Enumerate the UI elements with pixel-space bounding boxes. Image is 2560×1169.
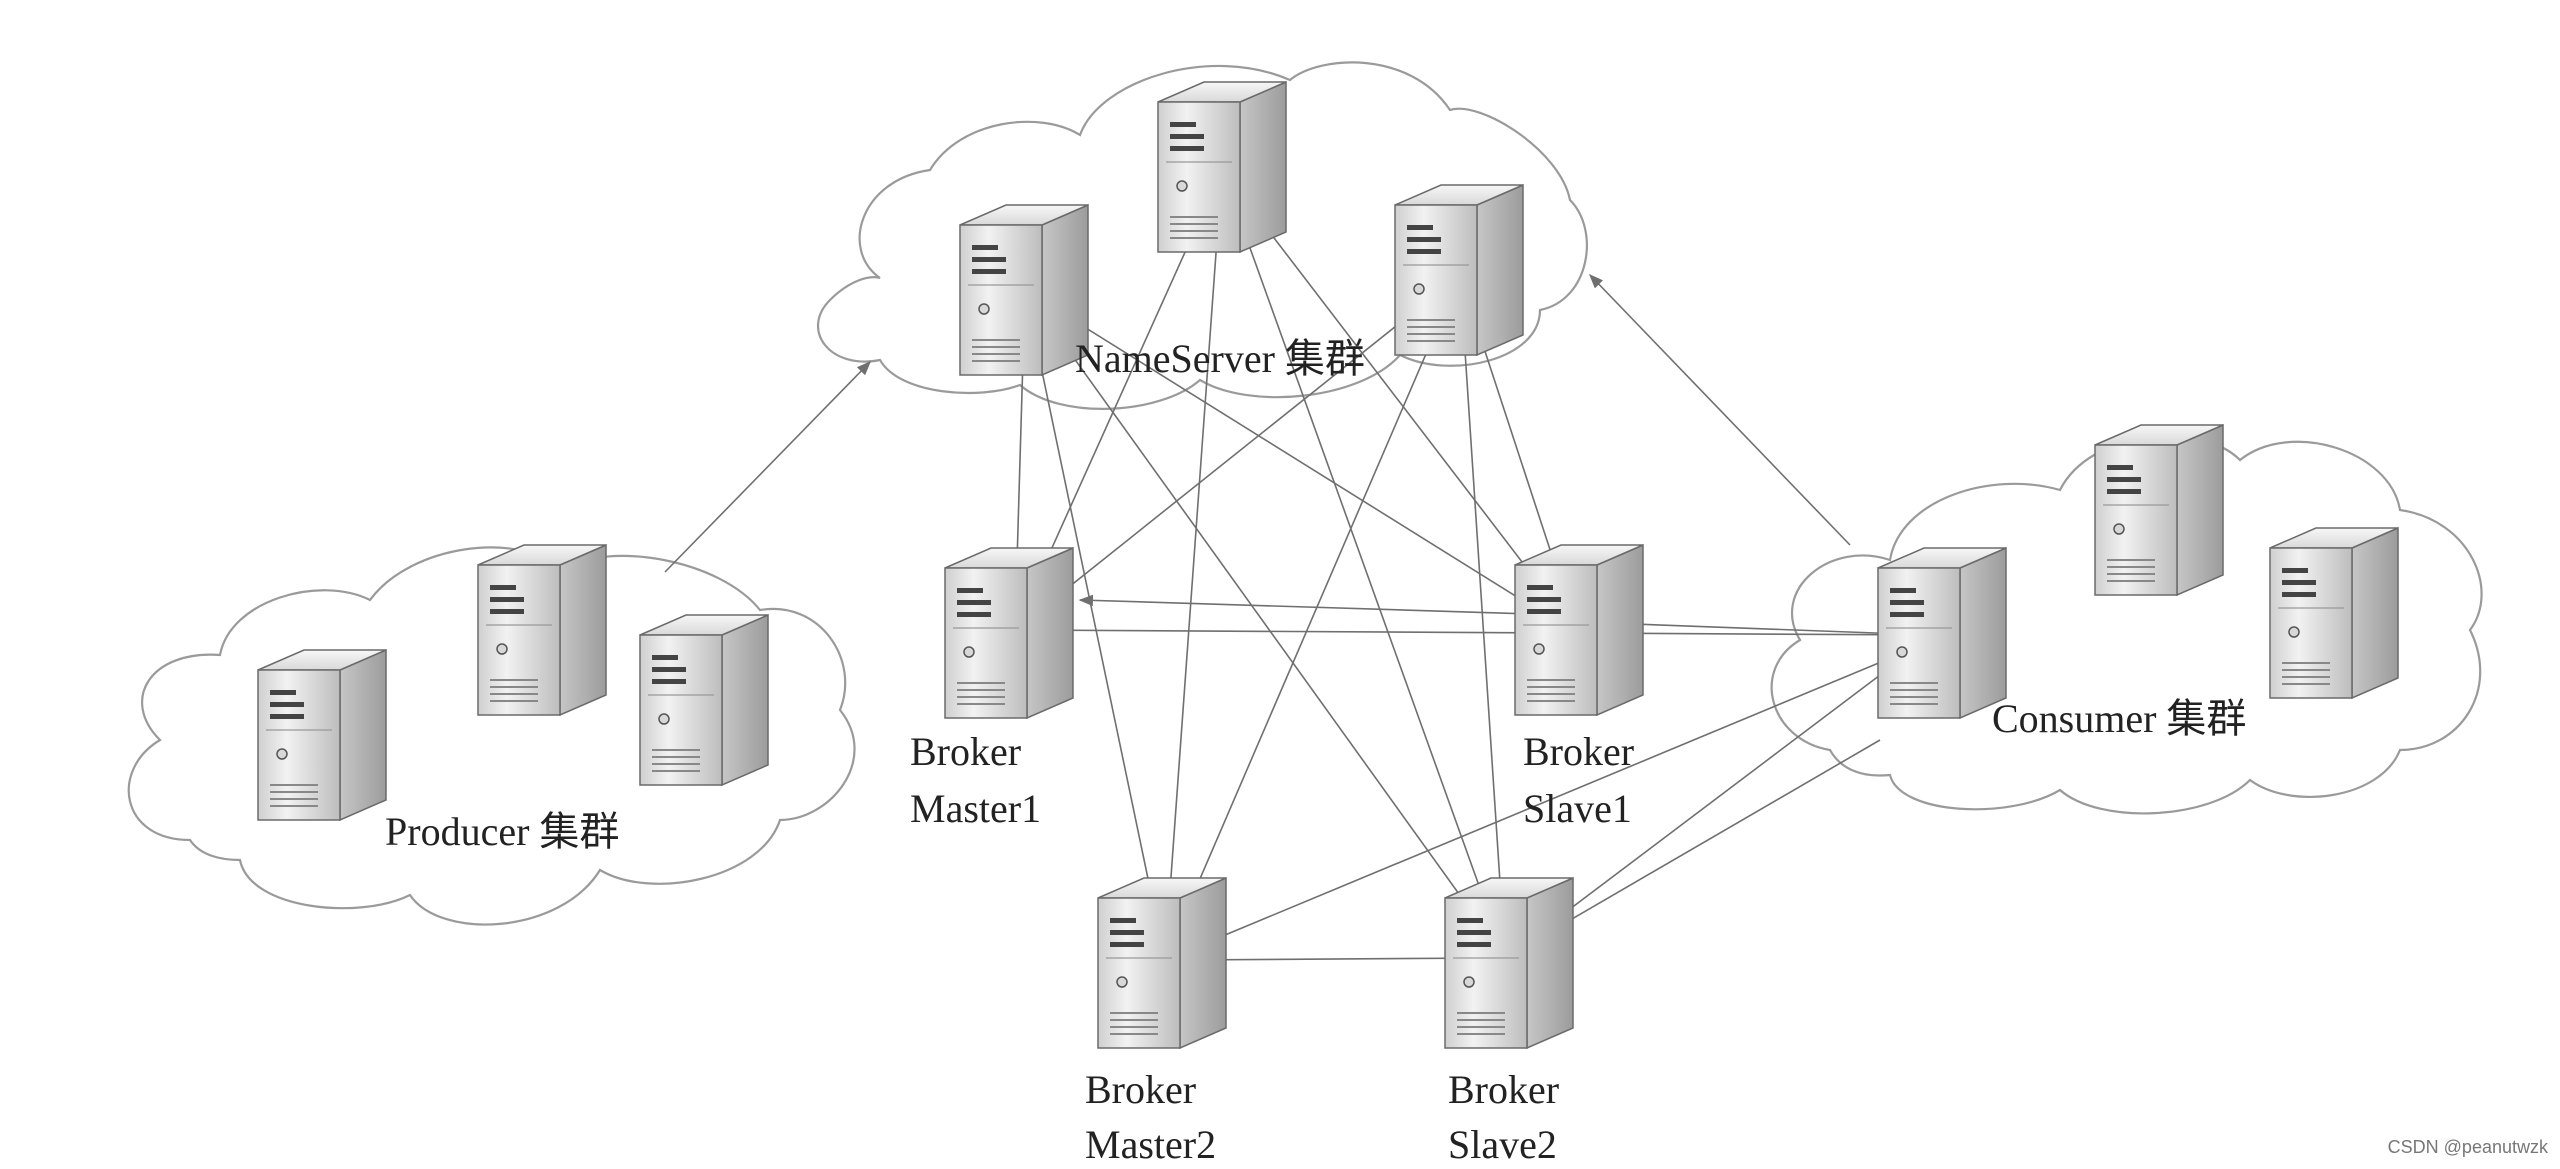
- link-s1-ns1: [1024, 289, 1579, 636]
- broker-slave2-label: Broker: [1448, 1067, 1559, 1112]
- server-icon: [477, 544, 607, 716]
- broker-master1-label: Master1: [910, 786, 1041, 831]
- link-consumer-nameserver: [1589, 273, 1851, 546]
- link-m2-ns2: [1164, 169, 1223, 961]
- link-s2-ns3: [1459, 274, 1506, 959]
- broker-slave1-label: Slave1: [1523, 786, 1632, 831]
- server-icon: [257, 649, 387, 821]
- watermark: CSDN @peanutwzk: [2388, 1137, 2549, 1157]
- consumer-cloud: [1770, 434, 2483, 815]
- link-s1-ns2: [1221, 169, 1579, 636]
- link-m1-s1: [1078, 594, 1567, 621]
- server-icon: [944, 547, 1074, 719]
- link-consumer-m1: [1013, 624, 1936, 636]
- link-s2-ns1: [1024, 289, 1506, 959]
- server-icon: [639, 614, 769, 786]
- server-icon: [1097, 877, 1227, 1049]
- server-icon: [2269, 527, 2399, 699]
- server-icon: [1157, 81, 1287, 253]
- link-m1-ns3: [1014, 274, 1461, 631]
- producer-cluster-label: Producer 集群: [385, 809, 619, 854]
- server-icon: [1514, 544, 1644, 716]
- broker-slave2-label: Slave2: [1448, 1122, 1557, 1167]
- nameserver-cluster-label: NameServer 集群: [1075, 336, 1365, 381]
- link-m2-ns1: [1024, 289, 1166, 961]
- link-consumer-m2: [1164, 649, 1912, 961]
- link-s2-ns2: [1221, 169, 1506, 959]
- server-icon: [1394, 184, 1524, 356]
- broker-master2-label: Broker: [1085, 1067, 1196, 1112]
- server-icon: [1444, 877, 1574, 1049]
- broker-slave1-label: Broker: [1523, 729, 1634, 774]
- broker-master2-label: Master2: [1085, 1122, 1216, 1167]
- server-icon: [959, 204, 1089, 376]
- broker-master1-label: Broker: [910, 729, 1021, 774]
- consumer-cluster-label: Consumer 集群: [1992, 696, 2246, 741]
- server-icon: [2094, 424, 2224, 596]
- link-m2-s2: [1174, 952, 1497, 964]
- server-icon: [1877, 547, 2007, 719]
- link-producer-nameserver: [664, 360, 872, 573]
